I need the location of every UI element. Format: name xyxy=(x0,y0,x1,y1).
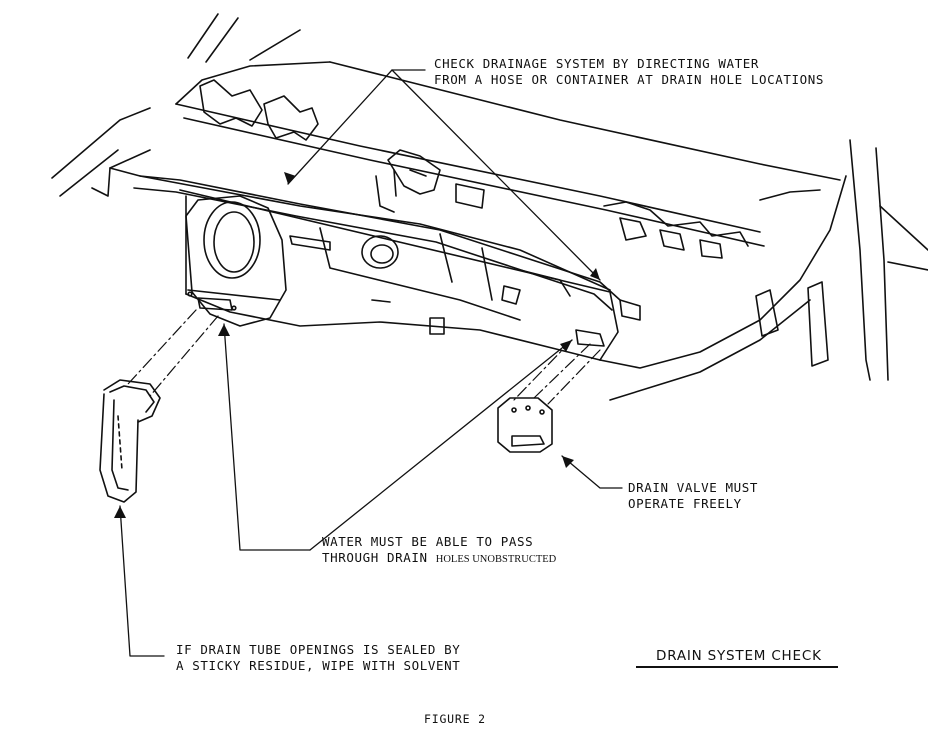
callout-drain-tube-line-1: IF DRAIN TUBE OPENINGS IS SEALED BY xyxy=(176,642,461,657)
drain-tube-part xyxy=(99,379,161,503)
figure-number-label: FIGURE 2 xyxy=(424,712,486,726)
figure-title-underline xyxy=(636,666,838,668)
figure-title: DRAIN SYSTEM CHECK xyxy=(656,648,822,664)
callout-water-pass-line-1: WATER MUST BE ABLE TO PASS xyxy=(322,534,534,549)
cross-tube xyxy=(133,175,621,311)
callout-drain-tube-line-2: A STICKY RESIDUE, WIPE WITH SOLVENT xyxy=(176,658,461,673)
callout-water-pass-line-2a: THROUGH DRAIN xyxy=(322,550,436,565)
panel-clips xyxy=(371,299,445,335)
speaker-opening-plate xyxy=(185,195,287,327)
callout-check-drainage: CHECK DRAINAGE SYSTEM BY DIRECTING WATER… xyxy=(434,56,824,88)
callout-drain-valve-line-1: DRAIN VALVE MUST xyxy=(628,480,759,495)
left-fender-lines xyxy=(51,13,331,197)
callout-check-drainage-line-1: CHECK DRAINAGE SYSTEM BY DIRECTING WATER xyxy=(434,56,760,71)
callout-water-pass-line-2: THROUGH DRAIN HOLES UNOBSTRUCTED xyxy=(322,550,556,568)
upper-cowl-panel xyxy=(175,61,841,259)
callout-water-pass: WATER MUST BE ABLE TO PASS THROUGH DRAIN… xyxy=(322,534,556,568)
alignment-lines xyxy=(127,309,601,405)
right-body-panel xyxy=(575,139,928,401)
callout-drain-valve: DRAIN VALVE MUST OPERATE FREELY xyxy=(628,480,758,512)
callout-drain-tube: IF DRAIN TUBE OPENINGS IS SEALED BY A ST… xyxy=(176,642,460,674)
callout-water-pass-line-2b: HOLES UNOBSTRUCTED xyxy=(435,554,557,565)
leader-lines xyxy=(119,69,623,657)
arrowheads xyxy=(114,172,600,518)
drain-valve-part xyxy=(497,397,553,453)
callout-drain-valve-line-2: OPERATE FREELY xyxy=(628,496,742,511)
callout-check-drainage-line-2: FROM A HOSE OR CONTAINER AT DRAIN HOLE L… xyxy=(434,72,825,87)
center-opening xyxy=(361,235,399,269)
